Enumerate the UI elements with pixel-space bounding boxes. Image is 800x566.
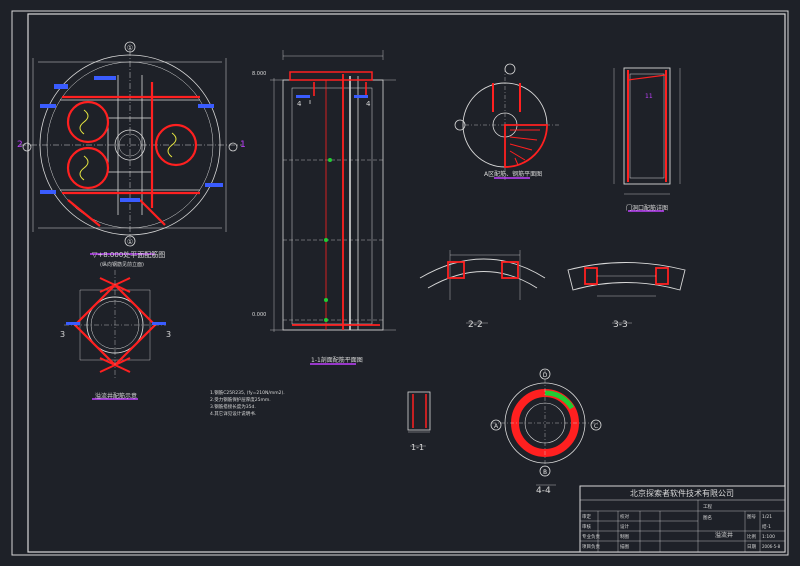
- plan-chamber-hole: [114, 129, 146, 161]
- section-elev-top: 8.000: [252, 71, 266, 77]
- tb-scale-label: 比例: [747, 533, 756, 540]
- square-title: 溢流井配筋示意: [95, 392, 137, 400]
- section-1-1: 1-1: [407, 391, 431, 452]
- cut-4-4: 4-4: [536, 486, 551, 496]
- square-mark-left: 3: [60, 330, 65, 339]
- square-view: 3 3 溢流井配筋示意: [60, 270, 171, 400]
- rect-title: 门洞口配筋详图: [626, 204, 668, 212]
- axis-bubble-top: [124, 41, 136, 53]
- pipe-opening-right: [154, 123, 198, 167]
- tb-role-4: 项目负责: [582, 543, 600, 550]
- section-4-4: D A C B 4-4: [490, 368, 602, 496]
- tb-scale: 1:100: [762, 534, 775, 540]
- tb-drawing-no: 结-1: [762, 523, 771, 530]
- detail-a-title: A区配筋、钢筋平面图: [484, 170, 542, 178]
- plan-axis-bottom: ①: [127, 238, 133, 246]
- tb-role2-2: 设计: [620, 523, 629, 530]
- ring-axis-c: C: [594, 423, 598, 430]
- section-elev-bottom: 0.000: [252, 312, 266, 318]
- tb-role2-3: 制图: [620, 533, 629, 540]
- section-2-2: 2-2: [419, 250, 546, 330]
- axis-bubble-bottom: [124, 235, 136, 247]
- plan-title: ▽+8.000处平面配筋图: [92, 250, 165, 259]
- tb-role2-1: 校对: [620, 513, 629, 520]
- tb-sheet: 1/21: [762, 514, 772, 520]
- section-mark-left: 4: [297, 100, 302, 108]
- rect-detail-view: 11 门洞口配筋详图: [613, 67, 681, 212]
- plan-mark-left: 2: [17, 140, 23, 150]
- plan-subtitle: (纵向钢筋见前立面): [100, 261, 144, 268]
- rect-mark: 11: [645, 93, 653, 100]
- title-block: 北京探索者软件技术有限公司 工程 图名 溢流井 审定 审核 专业负责 项目负责 …: [579, 485, 786, 553]
- note-2: 2.受力钢筋保护层厚度25mm.: [210, 396, 271, 403]
- square-mark-right: 3: [166, 330, 171, 339]
- tb-sheet-label: 图号: [747, 514, 756, 520]
- note-4: 4.其它详见设计说明书.: [210, 410, 256, 417]
- cut-2-2: 2-2: [468, 320, 483, 330]
- note-3: 3.钢筋搭接长度为35d.: [210, 403, 256, 410]
- ring-axis-d: D: [543, 372, 548, 379]
- tb-date-label: 日期: [747, 544, 756, 550]
- plan-mark-right: 1: [240, 140, 246, 150]
- plan-axis-top: ①: [127, 44, 133, 52]
- section-3-3: 3-3: [567, 262, 686, 330]
- tb-role2-4: 描图: [620, 543, 629, 550]
- tb-role-1: 审定: [582, 513, 591, 520]
- plan-rebar-yellow: [79, 109, 177, 181]
- detail-a-view: A区配筋、钢筋平面图: [454, 63, 560, 180]
- plan-view: [20, 50, 242, 238]
- project-label: 工程: [703, 503, 712, 510]
- cut-3-3: 3-3: [613, 320, 628, 330]
- ring-axis-b: B: [543, 469, 547, 476]
- section-mark-right: 4: [366, 100, 371, 108]
- notes-block: 1.钢筋C25R235, (fy=210N/mm2). 2.受力钢筋保护层厚度2…: [210, 389, 285, 417]
- plan-rebar: [62, 82, 200, 227]
- tb-role-3: 专业负责: [582, 533, 600, 540]
- outer-frame: [11, 10, 789, 556]
- pipe-opening-upper: [66, 100, 110, 144]
- ring-axis-a: A: [494, 423, 499, 430]
- pipe-opening-lower: [66, 146, 110, 190]
- drawing-label: 图名: [703, 514, 712, 521]
- tb-role-2: 审核: [582, 523, 591, 530]
- inner-frame: [27, 13, 786, 553]
- tb-date: 2006-5-8: [762, 544, 781, 549]
- cut-1-1: 1-1: [411, 443, 424, 452]
- section-title: 1-1剖面配筋平面图: [311, 356, 363, 364]
- plan-annotations: ① ① 2 1 ▽+8.000处平面配筋图 (纵向钢筋见前立面): [17, 41, 246, 268]
- drawing-name: 溢流井: [715, 531, 733, 539]
- company-name: 北京探索者软件技术有限公司: [630, 488, 734, 498]
- note-1: 1.钢筋C25R235, (fy=210N/mm2).: [210, 389, 285, 396]
- vertical-section: 4 4 8.000 0.000 1-1剖面配筋平面图: [252, 50, 396, 365]
